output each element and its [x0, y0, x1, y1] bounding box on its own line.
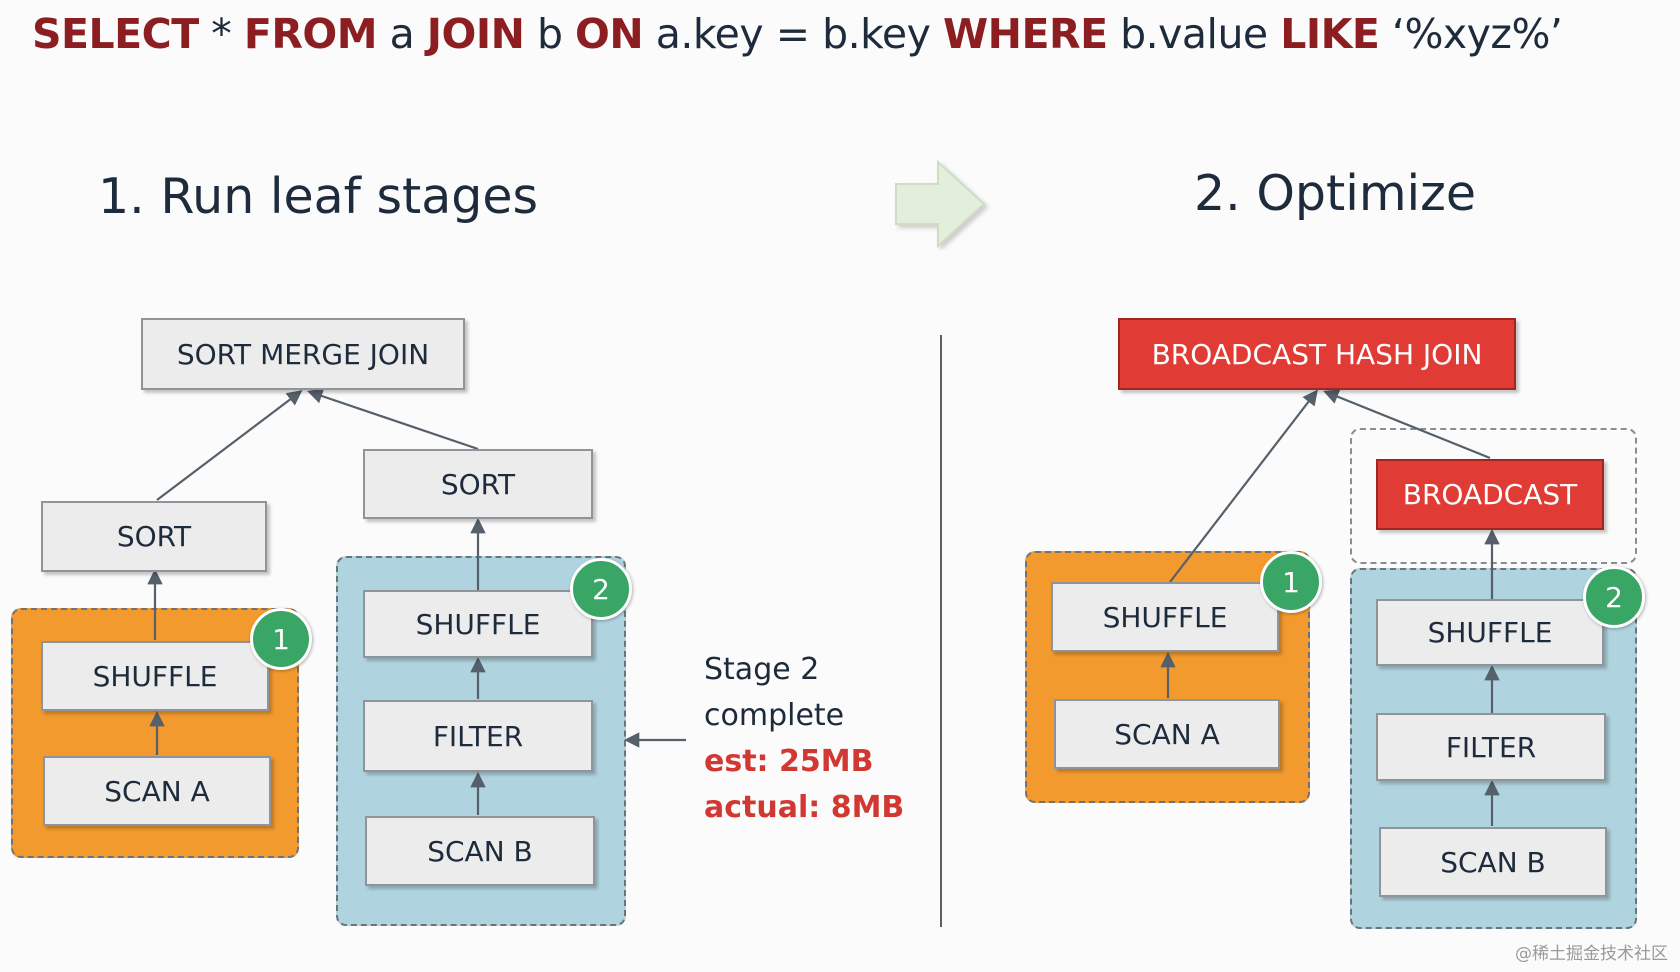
- right-arrow-icon: [895, 159, 986, 249]
- node-sort-b: SORT: [363, 449, 593, 519]
- heading-run-leaf-stages: 1. Run leaf stages: [98, 168, 539, 225]
- note-estimated-size: est: 25MB: [704, 744, 874, 779]
- sql-star: *: [198, 10, 244, 58]
- sql-keyword-on: ON: [575, 10, 644, 58]
- node-shuffle-a: SHUFFLE: [41, 641, 269, 711]
- note-complete: complete: [704, 698, 845, 733]
- node-sort-merge-join: SORT MERGE JOIN: [141, 318, 465, 390]
- sql-join-condition: a.key = b.key: [643, 10, 943, 58]
- note-stage: Stage 2: [704, 652, 820, 687]
- node-scan-a: SCAN A: [43, 756, 271, 826]
- node-scan-b-optimized: SCAN B: [1379, 827, 1607, 897]
- stage-2-note: Stage 2 complete est: 25MB actual: 8MB: [704, 647, 904, 831]
- node-shuffle-b-optimized: SHUFFLE: [1376, 599, 1604, 666]
- node-shuffle-b: SHUFFLE: [363, 590, 593, 658]
- broadcast-stage-container: [1350, 428, 1637, 564]
- node-filter-b: FILTER: [363, 700, 593, 772]
- sql-keyword-join: JOIN: [426, 10, 525, 58]
- sql-pattern: ‘%xyz%’: [1379, 10, 1563, 58]
- node-broadcast-hash-join: BROADCAST HASH JOIN: [1118, 318, 1516, 390]
- heading-optimize: 2. Optimize: [1194, 165, 1477, 222]
- sql-table-b: b: [524, 10, 576, 58]
- stage-2-badge: 2: [570, 558, 632, 620]
- stage-1-badge-optimized: 1: [1260, 551, 1322, 613]
- sql-table-a: a: [377, 10, 427, 58]
- stage-2-badge-optimized: 2: [1583, 566, 1645, 628]
- note-actual-size: actual: 8MB: [704, 790, 905, 825]
- node-scan-b: SCAN B: [365, 816, 595, 886]
- sql-keyword-from: FROM: [243, 10, 378, 58]
- watermark: @稀土掘金技术社区: [1515, 944, 1668, 964]
- node-shuffle-a-optimized: SHUFFLE: [1051, 582, 1279, 652]
- sql-query: SELECT * FROM a JOIN b ON a.key = b.key …: [32, 10, 1563, 58]
- sql-keyword-select: SELECT: [32, 10, 199, 58]
- node-broadcast: BROADCAST: [1376, 459, 1604, 530]
- sql-column: b.value: [1107, 10, 1281, 58]
- node-filter-b-optimized: FILTER: [1376, 713, 1606, 781]
- sql-keyword-like: LIKE: [1280, 10, 1380, 58]
- sql-keyword-where: WHERE: [942, 10, 1108, 58]
- node-scan-a-optimized: SCAN A: [1054, 699, 1280, 769]
- node-sort-a: SORT: [41, 501, 267, 572]
- section-divider: [940, 335, 942, 927]
- stage-1-badge: 1: [250, 608, 312, 670]
